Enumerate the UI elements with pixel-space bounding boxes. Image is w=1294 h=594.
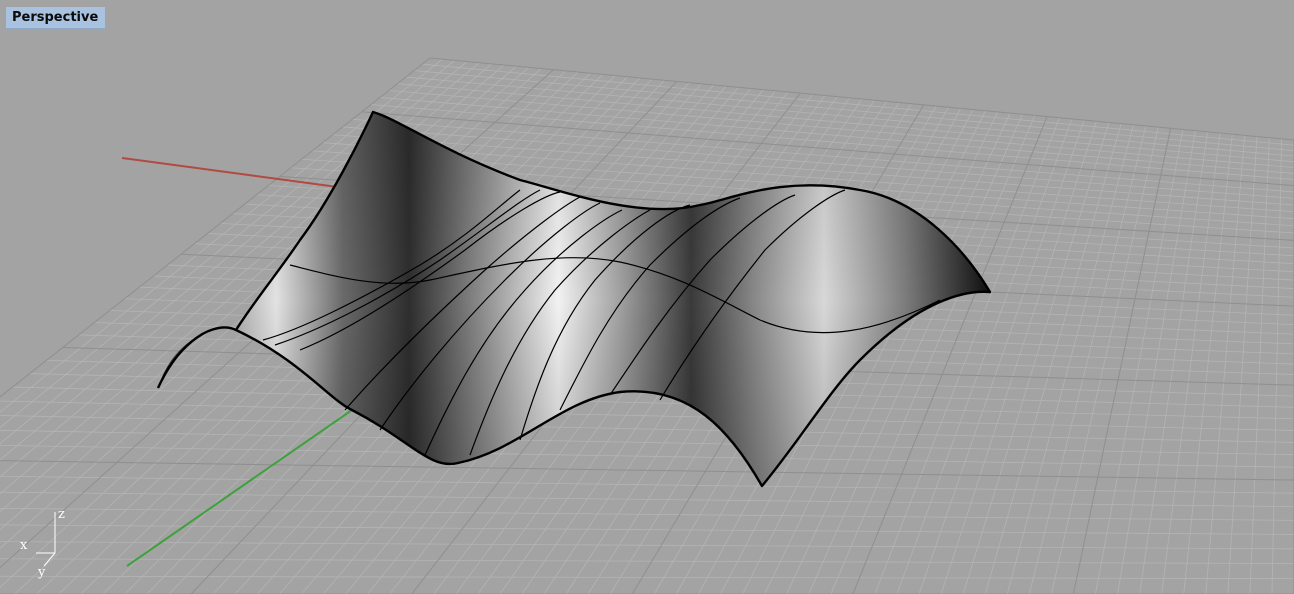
- grid-line: [0, 400, 1294, 431]
- grid-line: [852, 116, 1048, 594]
- grid-line: [808, 114, 1023, 594]
- triad-y-label: y: [37, 565, 46, 580]
- grid-line: [1183, 134, 1233, 594]
- grid-line: [332, 134, 1294, 206]
- surface-depth-shading: [158, 112, 990, 486]
- grid-line: [0, 57, 431, 398]
- grid-line: [322, 142, 1294, 213]
- grid-line: [1139, 131, 1208, 594]
- world-x-axis: [121, 157, 346, 189]
- grid-line: [0, 491, 1294, 508]
- grid-line: [0, 58, 443, 413]
- grid-line: [1117, 130, 1196, 594]
- grid-line: [0, 575, 1294, 579]
- grid-line: [0, 475, 1294, 494]
- grid-line: [786, 112, 1011, 594]
- grid-line: [1249, 137, 1270, 594]
- grid-line: [0, 444, 1294, 468]
- grid-line: [830, 115, 1036, 594]
- grid-line: [0, 415, 1294, 443]
- nurbs-surface[interactable]: [156, 110, 992, 488]
- grid-line: [0, 541, 1294, 550]
- grid-line: [361, 111, 1294, 187]
- grid-line: [1072, 128, 1172, 594]
- grid-line: [414, 70, 1294, 152]
- grid-line: [0, 558, 1294, 564]
- grid-line: [1227, 136, 1258, 594]
- triad-z-label: z: [58, 507, 65, 522]
- grid-line: [388, 90, 1294, 168]
- grid-line: [0, 429, 1294, 456]
- viewport-title-tab[interactable]: Perspective: [6, 7, 106, 29]
- grid-line: [1205, 135, 1246, 594]
- grid-line: [940, 121, 1097, 594]
- surface-boundary: [156, 110, 992, 488]
- grid-line: [896, 118, 1073, 594]
- grid-line: [12, 386, 1294, 420]
- grid-line: [1161, 132, 1221, 594]
- grid-line: [0, 460, 1294, 481]
- grid-line: [429, 57, 1294, 141]
- grid-line: [1271, 138, 1283, 594]
- grid-line: [764, 111, 999, 594]
- grid-line: [0, 524, 1294, 535]
- grid-line: [962, 122, 1110, 594]
- grid-line: [918, 119, 1085, 594]
- world-y-axis: [126, 409, 353, 567]
- grid-line: [984, 123, 1122, 594]
- grid-line: [874, 117, 1060, 594]
- grid-line: [1006, 124, 1134, 594]
- grid-line: [422, 63, 1294, 146]
- grid-line: [352, 118, 1294, 193]
- triad-y-line: [43, 552, 56, 567]
- surface-isocurves: [262, 189, 941, 456]
- grid-line: [0, 60, 455, 429]
- triad-x-label: x: [20, 538, 28, 553]
- grid-line: [370, 104, 1294, 180]
- grid-line: [379, 97, 1294, 174]
- grid-line: [1095, 129, 1184, 594]
- grid-line: [1050, 127, 1159, 594]
- grid-line: [342, 126, 1294, 199]
- grid-line: [405, 76, 1294, 157]
- grid-line: [1028, 125, 1147, 594]
- axis-triad: z x y: [20, 507, 65, 580]
- grid-line: [0, 507, 1294, 521]
- grid-line: [397, 83, 1294, 163]
